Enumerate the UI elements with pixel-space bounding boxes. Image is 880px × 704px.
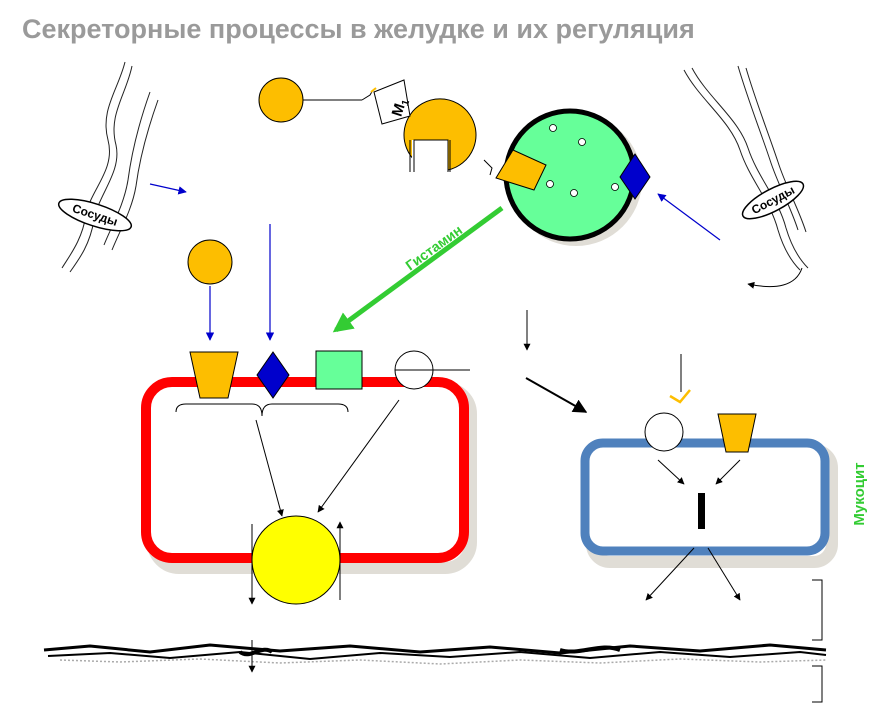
vessel-arrow-left [149,183,187,195]
m1-receptor [373,79,411,125]
to-mucocyte-arrow [525,377,588,413]
vessels-right: Сосуды [683,65,809,271]
receptor-brace [175,403,349,417]
brace-to-pump-arrow [255,419,284,517]
vessel-arrow-right [657,193,721,241]
vessel-curve-arrow-right [747,267,803,289]
parietal-histamine-receptor [315,350,363,390]
m1-cell [403,98,477,171]
mucocyte-marker [698,493,705,529]
parietal-gastrin-receptor [189,351,239,399]
page-title: Секреторные процессы в желудке и их регу… [22,14,695,44]
mucocyte-white-receptor [644,412,684,452]
vessels-left: Сосуды [57,61,159,273]
ecl-granules [546,124,619,197]
histamine-arrow [332,205,504,333]
ligand-left-circle [187,239,233,285]
bracket-lower [812,665,823,703]
white-receptor-to-pump-arrow [317,399,400,513]
mucocyte-nerve-ending [669,389,691,404]
mucocyte-gastrin-receptor [717,413,757,453]
mucocyte-out-arrow-left [645,547,695,601]
ecl-blue-receptor [619,153,651,200]
ecl-gastrin-receptor [495,149,547,191]
mucocyte-white-arrow [657,459,685,485]
parietal-blue-receptor [256,351,290,399]
proton-pump [251,515,341,605]
mucocyte-out-arrow-right [707,547,741,601]
neuron-top-circle [258,77,304,123]
m1-receptor-label: M1 [389,96,413,119]
histamine-label: Гистамин [402,222,465,274]
mucosal-surface [43,643,827,665]
mucocyte-orange-arrow [715,459,741,485]
mucocyte-label: Мукоцит [851,462,868,525]
bracket-upper [812,579,823,641]
